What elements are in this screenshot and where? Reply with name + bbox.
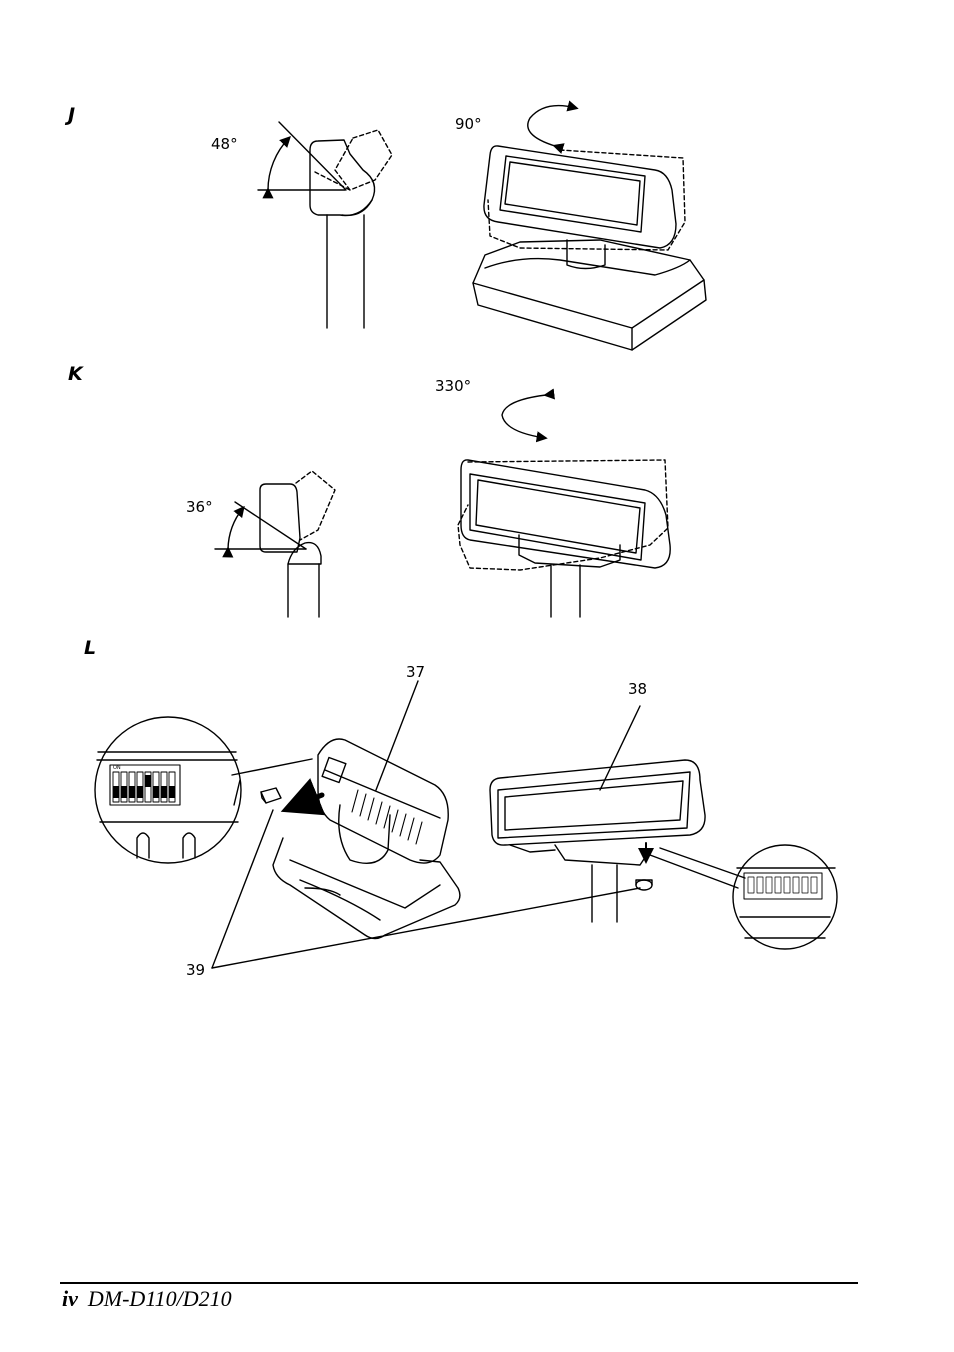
model-name: DM-D110/D210	[88, 1286, 232, 1311]
dip-switch-zoom-right	[650, 845, 837, 949]
page-number: iv	[62, 1286, 78, 1311]
swivel-display-90	[473, 106, 706, 350]
callout-39-leader-a	[212, 810, 273, 968]
dip-on-label: ON	[113, 765, 121, 771]
footer-rule	[60, 1282, 858, 1284]
swivel-display-330	[458, 395, 670, 617]
footer: iv DM-D110/D210	[62, 1286, 232, 1312]
display-front-view	[490, 760, 705, 922]
display-rear-view	[261, 739, 460, 939]
tilt-side-view-36	[215, 471, 335, 617]
callout-39-leader-b	[212, 888, 640, 968]
dip-switch-zoom-left	[95, 717, 312, 863]
tilt-side-view-48	[258, 122, 392, 328]
